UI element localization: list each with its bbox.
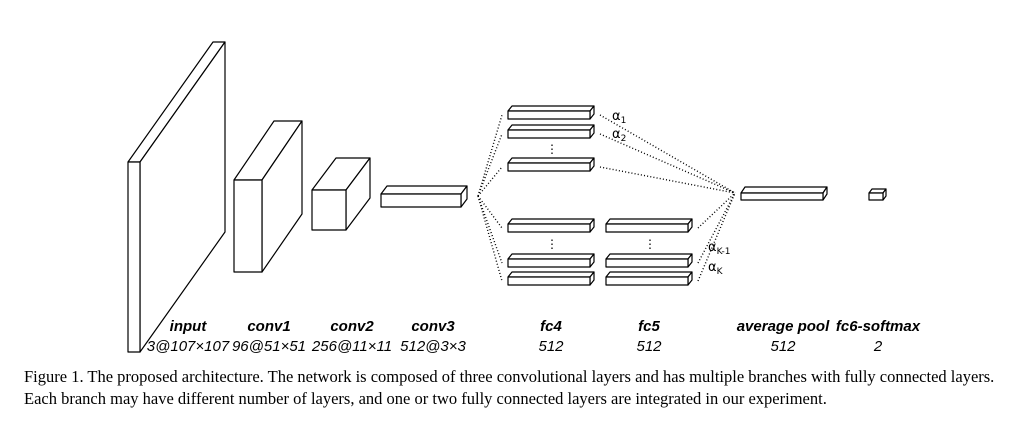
- input-label: input: [170, 318, 208, 335]
- fc5-ellipsis: ⋮: [644, 237, 656, 251]
- fc4-label: fc4: [540, 318, 562, 335]
- architecture-diagram: ⋮ ⋮ ⋮ α1 α2 αK-1 αK input conv1 conv2 co…: [127, 41, 921, 355]
- conv3-label: conv3: [411, 318, 455, 335]
- fc5-bar: [605, 271, 693, 286]
- fc4-bottom-ellipsis: ⋮: [546, 237, 558, 251]
- fc4-bar: [507, 271, 595, 286]
- conv1-label: conv1: [247, 318, 290, 335]
- average-pool-size: 512: [770, 338, 796, 355]
- fc4-bars: [507, 105, 595, 286]
- input-size: 3@107×107: [147, 338, 230, 355]
- fc5-size: 512: [636, 338, 662, 355]
- fc5-label: fc5: [638, 318, 660, 335]
- fc4-bar: [507, 218, 595, 233]
- fc4-top-ellipsis: ⋮: [546, 142, 558, 156]
- alpha-2-label: α2: [612, 127, 626, 144]
- branch-to-pool-connections: [599, 114, 736, 282]
- conv2-size: 256@11×11: [311, 338, 392, 355]
- fc6-softmax-label: fc6-softmax: [836, 318, 921, 335]
- conv1-size: 96@51×51: [232, 338, 306, 355]
- fc6-softmax-block: [868, 188, 887, 201]
- average-pool-label: average pool: [737, 318, 830, 335]
- input-block: [127, 41, 226, 353]
- fc5-bar: [605, 218, 693, 233]
- average-pool-bar: [740, 186, 828, 201]
- conv2-label: conv2: [330, 318, 374, 335]
- alpha-1-label: α1: [612, 109, 626, 126]
- conv3-size: 512@3×3: [400, 338, 466, 355]
- fc4-bar: [507, 253, 595, 268]
- fc5-bar: [605, 253, 693, 268]
- figure-caption: Figure 1. The proposed architecture. The…: [24, 367, 995, 408]
- fc4-bar: [507, 157, 595, 172]
- conv3-block: [380, 185, 468, 208]
- fc5-bars: [605, 218, 693, 286]
- conv2-block: [311, 157, 371, 231]
- alpha-k-label: αK: [708, 260, 724, 277]
- conv3-to-fc4-connections: [477, 114, 503, 282]
- alpha-k-1-label: αK-1: [708, 240, 731, 257]
- fc6-softmax-size: 2: [873, 338, 883, 355]
- fc4-bar: [507, 124, 595, 139]
- fc4-bar: [507, 105, 595, 120]
- conv1-block: [233, 120, 303, 273]
- fc4-size: 512: [538, 338, 564, 355]
